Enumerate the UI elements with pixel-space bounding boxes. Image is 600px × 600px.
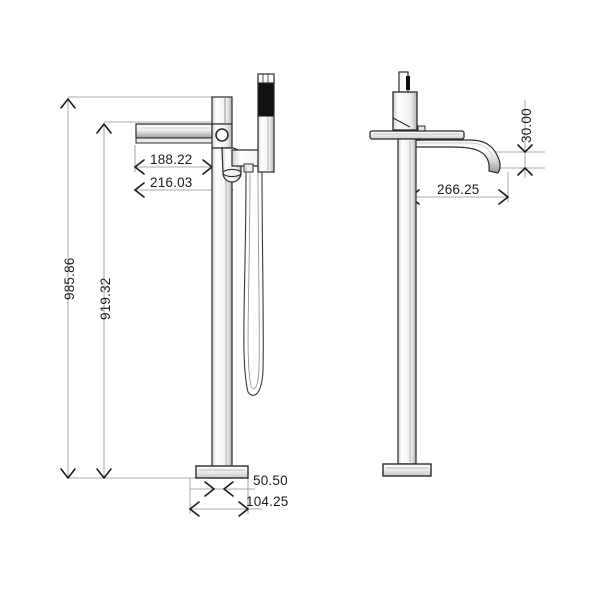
dim-label-side-spout-drop: 30.00 (519, 108, 534, 143)
hose-outer (243, 171, 264, 396)
arrow-overall-top (60, 97, 76, 109)
dim-label-base-inner: 50.50 (253, 473, 288, 488)
dimension-arrows-base (188, 481, 250, 517)
arrow-riser-top (96, 122, 112, 134)
arrow-overall-bottom (60, 468, 76, 480)
dimension-arrows-front (60, 97, 112, 480)
front-elevation-fixture (135, 73, 275, 479)
arrow-104-right (238, 501, 250, 517)
side-curved-spout (407, 139, 501, 174)
hose-inner (247, 171, 260, 390)
arrow-216-left (133, 182, 145, 198)
arrow-104-left (188, 501, 200, 517)
dimension-lines-front (67, 96, 232, 479)
dim-label-side-spout-reach: 266.25 (437, 182, 480, 197)
side-riser-column (397, 138, 417, 465)
dim-label-base-outer: 104.25 (246, 494, 289, 509)
arrow-30-bottom (517, 166, 533, 176)
side-elevation-fixture (369, 71, 501, 477)
spout-bar (135, 123, 213, 139)
dim-label-spout-reach-outer: 216.03 (150, 175, 193, 190)
side-valve-chamfer (392, 117, 411, 128)
handshower-cap (257, 73, 275, 84)
dim-label-overall-height: 985.86 (62, 257, 77, 301)
arrow-266-right (498, 189, 510, 205)
hose-collar (243, 163, 254, 173)
dim-label-riser-height: 919.32 (98, 277, 113, 321)
arrow-30-top (517, 144, 533, 154)
riser-top-cap (211, 96, 233, 125)
side-handle-tip (406, 76, 410, 90)
side-floor-base-plate (382, 463, 432, 477)
arrow-188-left (133, 159, 145, 175)
control-knob-icon (215, 128, 229, 142)
floor-base-plate (195, 465, 249, 479)
spout-underside (135, 137, 213, 144)
side-deck-plate (369, 130, 465, 140)
arrow-riser-bottom (96, 468, 112, 480)
dim-label-spout-reach-inner: 188.22 (150, 152, 193, 167)
diverter-outlet (222, 168, 242, 178)
handshower-spray-head (258, 81, 274, 117)
arrow-50-right (222, 481, 234, 497)
riser-column (211, 147, 233, 479)
side-spout-highlight (412, 142, 494, 158)
side-valve-body (392, 91, 418, 131)
arrow-50-left (204, 481, 216, 497)
